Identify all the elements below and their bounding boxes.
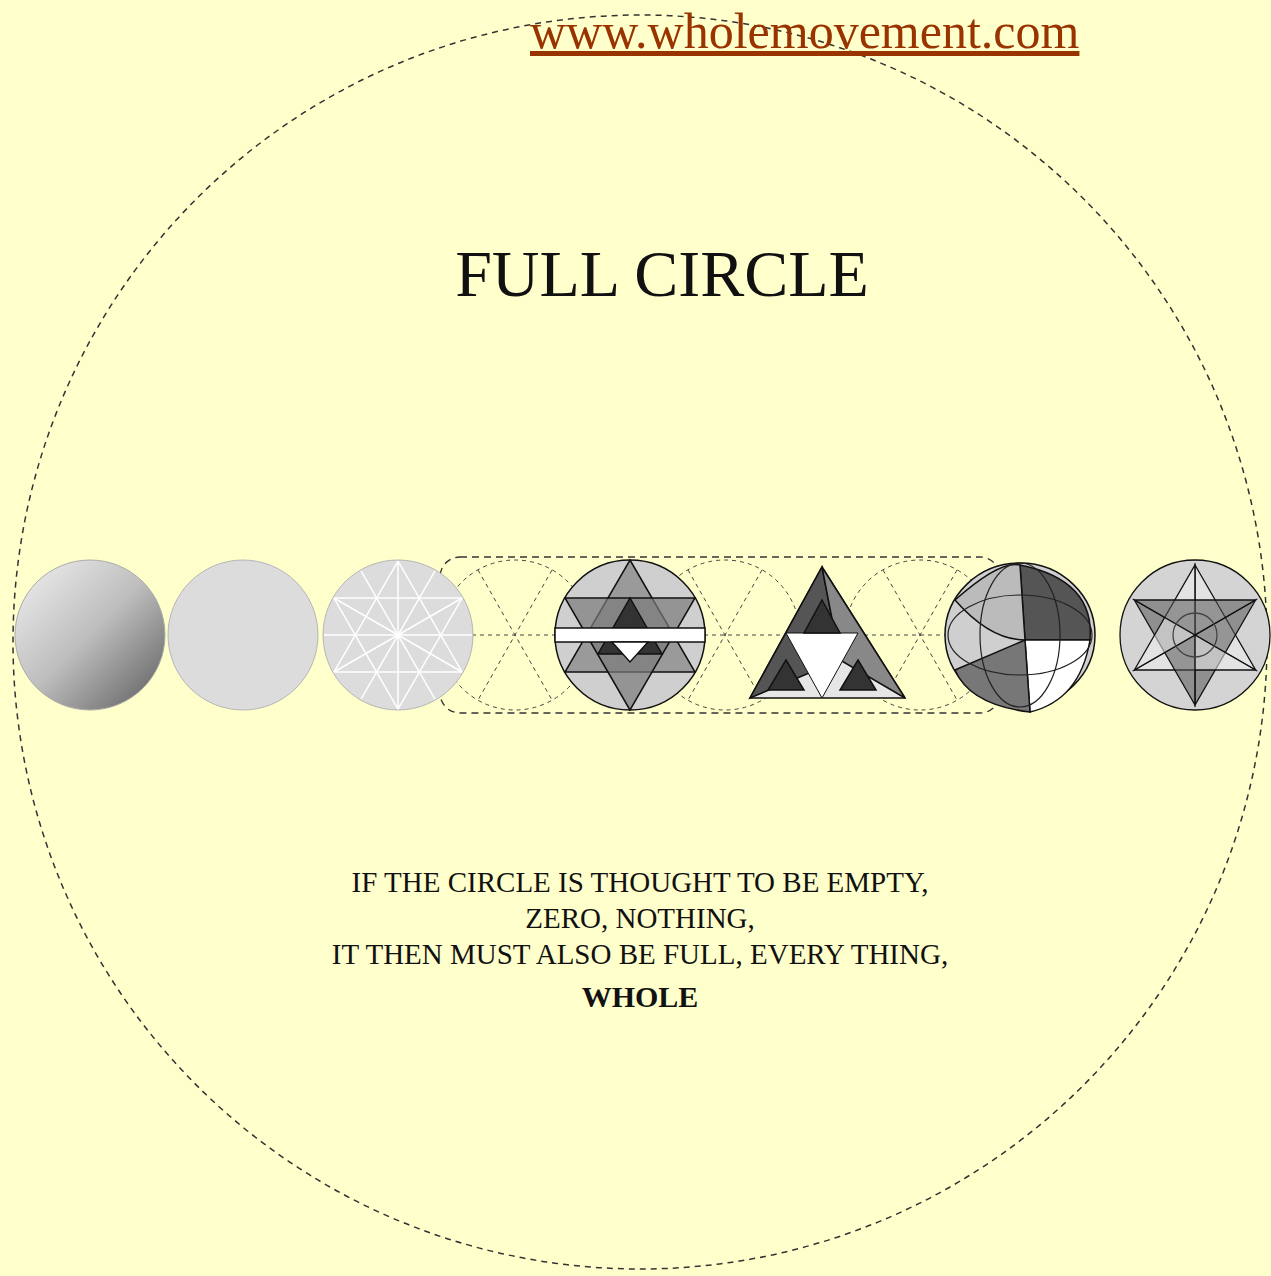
creased-disc (323, 560, 473, 710)
statement-line: IT THEN MUST ALSO BE FULL, EVERY THING, (332, 938, 948, 971)
plain-disc (168, 560, 318, 710)
statement-emphasis: WHOLE (582, 980, 699, 1014)
folded-disc-triangles (555, 560, 705, 710)
shaded-sphere (15, 560, 165, 710)
outer-dashed-circle (13, 15, 1267, 1269)
website-watermark: www.wholemovement.com (530, 2, 1079, 60)
tetrahedron (750, 567, 905, 698)
main-title: FULL CIRCLE (455, 236, 869, 312)
dashed-fold-circles (440, 560, 1000, 710)
statement-line: IF THE CIRCLE IS THOUGHT TO BE EMPTY, (352, 866, 929, 899)
statement-line: ZERO, NOTHING, (525, 902, 755, 935)
folded-bulb-form (945, 563, 1095, 712)
dashed-band (440, 557, 1000, 713)
star-folded-disc (1120, 560, 1270, 710)
